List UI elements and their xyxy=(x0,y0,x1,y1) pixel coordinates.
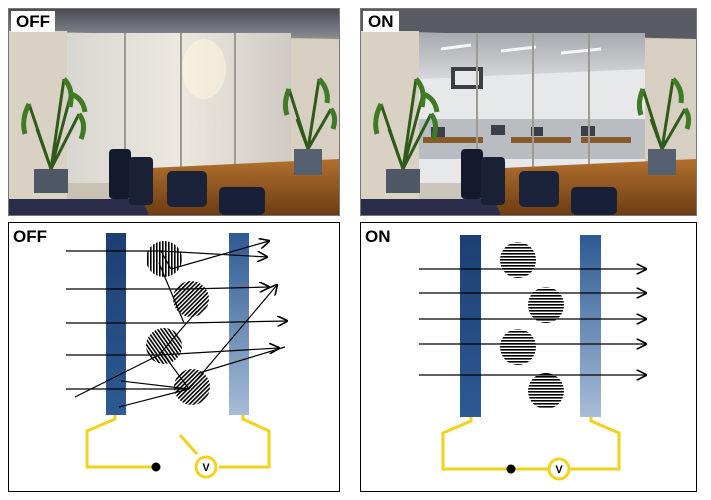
scattering-diagram: V xyxy=(66,233,339,479)
plant-icon xyxy=(282,77,338,175)
state-label-on: ON xyxy=(363,11,399,32)
voltmeter-label: V xyxy=(202,462,210,474)
plant-icon xyxy=(21,77,88,193)
electrode-left xyxy=(460,235,481,417)
switch-icon xyxy=(151,462,161,472)
transmission-diagram: V xyxy=(419,235,696,481)
voltmeter-icon: V xyxy=(194,455,218,479)
photo-off-state: OFF xyxy=(8,8,340,216)
light-rays-scattered xyxy=(66,241,287,408)
switch-icon xyxy=(506,464,516,474)
room-photo-frosted xyxy=(9,9,339,215)
voltmeter-label: V xyxy=(555,464,563,476)
projector-icon xyxy=(451,67,483,89)
circuit-wire xyxy=(441,415,621,471)
voltmeter-icon: V xyxy=(547,457,571,481)
circuit-wire xyxy=(85,413,271,469)
electrode-right xyxy=(580,235,601,417)
plant-icon xyxy=(636,77,692,175)
chair-icon xyxy=(109,149,265,215)
chair-icon xyxy=(461,149,617,215)
state-label-off: OFF xyxy=(13,227,47,246)
lc-droplets xyxy=(146,241,210,405)
diagram-off-state: V xyxy=(8,222,340,492)
electrode-left xyxy=(106,233,126,415)
state-label-on: ON xyxy=(365,227,391,246)
electrode-right xyxy=(229,233,249,415)
diagram-on-state: V ON xyxy=(360,222,697,492)
plant-icon xyxy=(373,77,440,193)
light-rays-transmitted xyxy=(419,269,646,375)
lc-droplets-aligned xyxy=(500,242,564,409)
state-label-off: OFF xyxy=(11,11,55,32)
photo-on-state: ON xyxy=(360,8,697,216)
room-photo-clear xyxy=(361,9,696,215)
